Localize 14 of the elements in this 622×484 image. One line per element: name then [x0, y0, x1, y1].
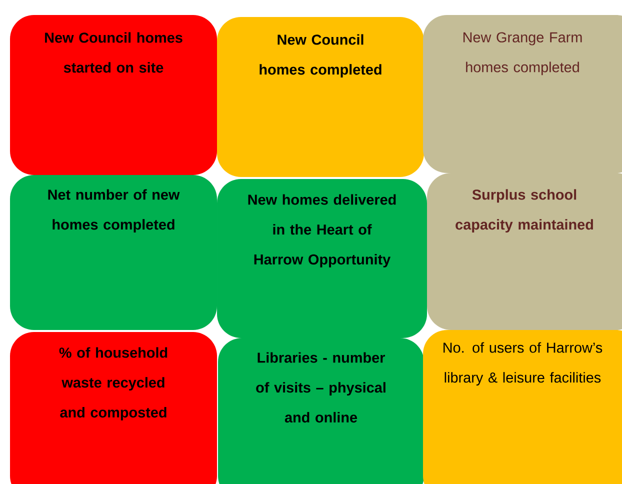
- status-box: New homes delivered in the Heart of Harrow Opportunity: [217, 179, 427, 338]
- status-box: % of household waste recycled and composted: [10, 332, 217, 484]
- status-box: New Council homes started on site: [10, 15, 217, 175]
- status-box: New Grange Farm homes completed: [423, 15, 622, 173]
- node-label: Net number of new homes completed: [48, 189, 180, 233]
- status-box: No. of users of Harrow’s library & leisure facilities: [423, 330, 622, 484]
- status-box: Net number of new homes completed: [10, 175, 217, 330]
- node-label: Libraries - number of visits – physical and online: [256, 352, 386, 423]
- node-label: Surplus school capacity maintained: [456, 189, 593, 233]
- status-box: Libraries - number of visits – physical and online: [218, 338, 424, 484]
- node-label: New homes delivered in the Heart of Harrow Opportunity: [248, 194, 396, 268]
- node-label: New Grange Farm homes completed: [463, 32, 582, 76]
- status-box: Surplus school capacity maintained: [427, 173, 622, 330]
- status-box: New Council homes completed: [217, 17, 424, 177]
